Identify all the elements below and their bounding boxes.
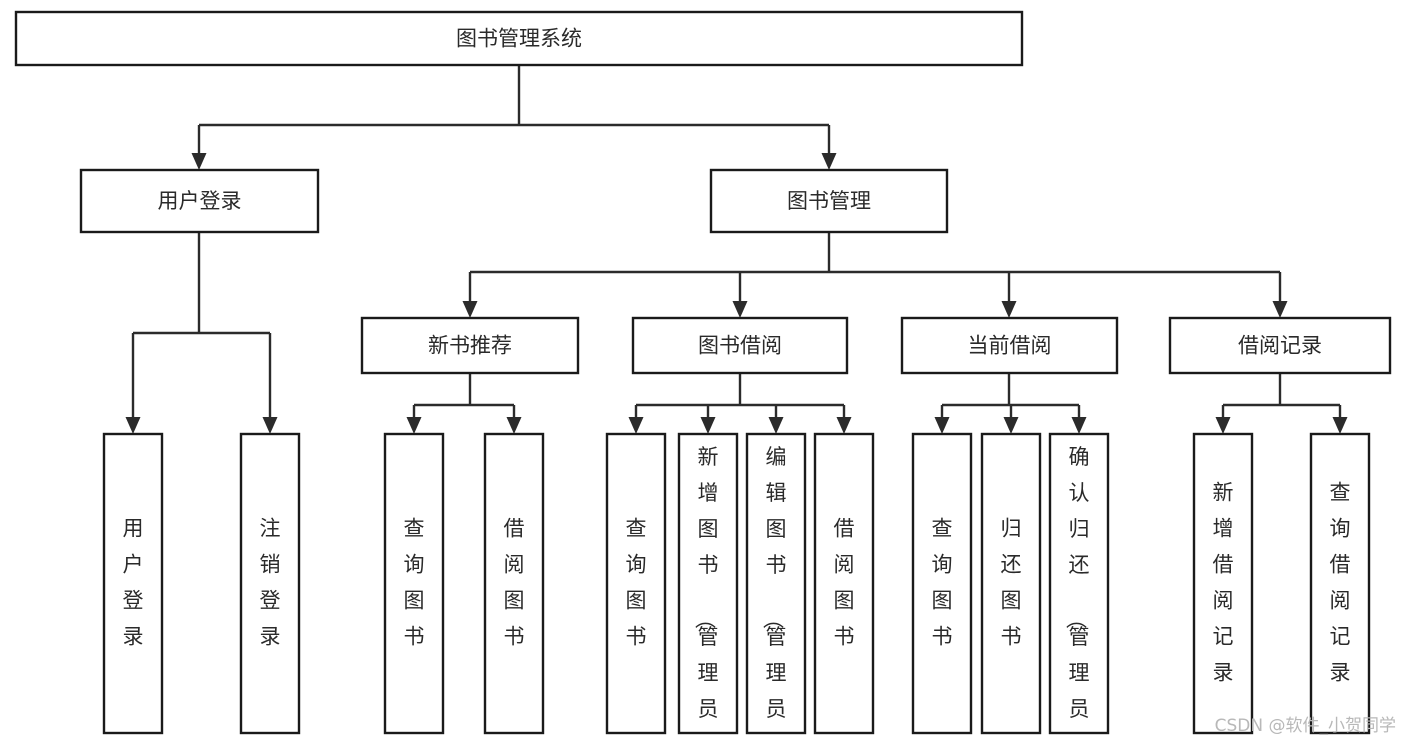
node-box-current-borrow[interactable] bbox=[900, 316, 1119, 375]
node-label-borrow-record: 借阅记录 bbox=[1238, 334, 1322, 358]
node-label-new-book-recommend: 新书推荐 bbox=[428, 334, 512, 358]
node-leaf-query-book-current[interactable]: 查询图书 bbox=[911, 432, 973, 735]
node-box-leaf-borrow-book-recommend[interactable] bbox=[483, 432, 545, 735]
node-leaf-add-book[interactable]: 新增图书（管理员） bbox=[677, 432, 739, 747]
arrow-head-icon bbox=[1332, 417, 1348, 434]
arrow-head-icon bbox=[406, 417, 422, 434]
node-box-book-borrow[interactable] bbox=[631, 316, 849, 375]
node-root[interactable]: 图书管理系统 bbox=[14, 10, 1024, 67]
arrow-head-icon bbox=[462, 301, 478, 318]
node-box-leaf-return-book[interactable] bbox=[980, 432, 1042, 735]
connector-group-current-to-leaves bbox=[934, 373, 1087, 434]
node-book-borrow[interactable]: 图书借阅 bbox=[631, 316, 849, 375]
node-box-leaf-user-login[interactable] bbox=[102, 432, 164, 735]
node-label-book-management: 图书管理 bbox=[787, 189, 871, 213]
node-leaf-return-book[interactable]: 归还图书 bbox=[980, 432, 1042, 735]
node-box-borrow-record[interactable] bbox=[1168, 316, 1392, 375]
arrow-head-icon bbox=[628, 417, 644, 434]
arrow-head-icon bbox=[1071, 417, 1087, 434]
node-leaf-query-borrow-record[interactable]: 查询借阅记录 bbox=[1309, 432, 1371, 735]
node-label-leaf-edit-book: 编辑图书（管理员） bbox=[761, 445, 787, 747]
arrow-head-icon bbox=[506, 417, 522, 434]
node-leaf-borrow-book-recommend[interactable]: 借阅图书 bbox=[483, 432, 545, 735]
node-box-root[interactable] bbox=[14, 10, 1024, 67]
csdn-watermark: CSDN @软件_小贺同学 bbox=[1215, 716, 1396, 736]
arrow-head-icon bbox=[732, 301, 748, 318]
watermark-layer: CSDN @软件_小贺同学 bbox=[1215, 716, 1396, 736]
node-label-leaf-add-borrow-record: 新增借阅记录 bbox=[1213, 481, 1234, 685]
arrow-head-icon bbox=[700, 417, 716, 434]
node-borrow-record[interactable]: 借阅记录 bbox=[1168, 316, 1392, 375]
node-leaf-confirm-return[interactable]: 确认归还（管理员） bbox=[1048, 432, 1110, 747]
node-label-leaf-user-login: 用户登录 bbox=[123, 517, 144, 649]
arrow-head-icon bbox=[836, 417, 852, 434]
node-label-leaf-borrow-book-recommend: 借阅图书 bbox=[504, 517, 525, 649]
arrow-head-icon bbox=[1215, 417, 1231, 434]
connectors-layer bbox=[125, 65, 1348, 434]
node-label-leaf-add-book: 新增图书（管理员） bbox=[693, 445, 719, 747]
node-label-leaf-return-book: 归还图书 bbox=[1001, 517, 1022, 649]
node-label-leaf-query-book-recommend: 查询图书 bbox=[404, 517, 425, 649]
connector-group-bookmgmt-to-level3 bbox=[462, 232, 1288, 318]
nodes-layer: 图书管理系统用户登录图书管理新书推荐图书借阅当前借阅借阅记录用户登录注销登录查询… bbox=[14, 10, 1392, 747]
connector-group-userlogin-to-leaves bbox=[125, 232, 278, 434]
node-label-leaf-query-book-borrow: 查询图书 bbox=[626, 517, 647, 649]
arrow-head-icon bbox=[768, 417, 784, 434]
arrow-head-icon bbox=[1272, 301, 1288, 318]
node-leaf-add-borrow-record[interactable]: 新增借阅记录 bbox=[1192, 432, 1254, 735]
node-leaf-logout[interactable]: 注销登录 bbox=[239, 432, 301, 735]
node-box-leaf-edit-book[interactable] bbox=[745, 432, 807, 735]
arrow-head-icon bbox=[1001, 301, 1017, 318]
node-box-leaf-query-book-recommend[interactable] bbox=[383, 432, 445, 735]
node-box-leaf-query-borrow-record[interactable] bbox=[1309, 432, 1371, 735]
node-leaf-query-book-borrow[interactable]: 查询图书 bbox=[605, 432, 667, 735]
arrow-head-icon bbox=[125, 417, 141, 434]
node-box-leaf-borrow-book[interactable] bbox=[813, 432, 875, 735]
arrow-head-icon bbox=[191, 153, 207, 170]
node-box-book-management[interactable] bbox=[709, 168, 949, 234]
node-label-root: 图书管理系统 bbox=[456, 27, 582, 51]
node-box-leaf-add-book[interactable] bbox=[677, 432, 739, 735]
node-leaf-edit-book[interactable]: 编辑图书（管理员） bbox=[745, 432, 807, 747]
arrow-head-icon bbox=[934, 417, 950, 434]
node-box-leaf-confirm-return[interactable] bbox=[1048, 432, 1110, 735]
connector-group-borrow-to-leaves bbox=[628, 373, 852, 434]
node-label-current-borrow: 当前借阅 bbox=[968, 334, 1052, 358]
connector-group-root-to-level2 bbox=[191, 65, 837, 170]
node-label-user-login: 用户登录 bbox=[158, 189, 242, 213]
node-box-user-login[interactable] bbox=[79, 168, 320, 234]
arrow-head-icon bbox=[821, 153, 837, 170]
connector-group-recommend-to-leaves bbox=[406, 373, 522, 434]
node-box-leaf-logout[interactable] bbox=[239, 432, 301, 735]
node-new-book-recommend[interactable]: 新书推荐 bbox=[360, 316, 580, 375]
node-leaf-query-book-recommend[interactable]: 查询图书 bbox=[383, 432, 445, 735]
node-label-book-borrow: 图书借阅 bbox=[698, 334, 782, 358]
node-leaf-user-login[interactable]: 用户登录 bbox=[102, 432, 164, 735]
node-label-leaf-query-borrow-record: 查询借阅记录 bbox=[1330, 481, 1351, 685]
node-user-login[interactable]: 用户登录 bbox=[79, 168, 320, 234]
node-current-borrow[interactable]: 当前借阅 bbox=[900, 316, 1119, 375]
node-box-leaf-query-book-borrow[interactable] bbox=[605, 432, 667, 735]
node-box-leaf-query-book-current[interactable] bbox=[911, 432, 973, 735]
arrow-head-icon bbox=[262, 417, 278, 434]
node-book-management[interactable]: 图书管理 bbox=[709, 168, 949, 234]
node-label-leaf-borrow-book: 借阅图书 bbox=[834, 517, 855, 649]
arrow-head-icon bbox=[1003, 417, 1019, 434]
node-leaf-borrow-book[interactable]: 借阅图书 bbox=[813, 432, 875, 735]
node-box-new-book-recommend[interactable] bbox=[360, 316, 580, 375]
node-label-leaf-logout: 注销登录 bbox=[260, 517, 281, 649]
connector-group-record-to-leaves bbox=[1215, 373, 1348, 434]
node-box-leaf-add-borrow-record[interactable] bbox=[1192, 432, 1254, 735]
node-label-leaf-query-book-current: 查询图书 bbox=[932, 517, 953, 649]
node-label-leaf-confirm-return: 确认归还（管理员） bbox=[1064, 445, 1090, 747]
